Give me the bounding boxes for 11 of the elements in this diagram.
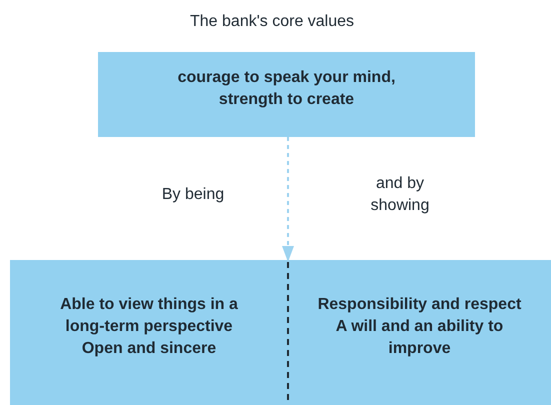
value-text: courage to speak your mind, strength to create (176, 68, 396, 110)
value-band (10, 260, 551, 405)
arrow-caption: and by showing (370, 174, 430, 216)
value-text: Able to view things in a long-term perspective (59, 294, 239, 336)
value-box (98, 52, 475, 137)
value-text: Open and sincere (80, 338, 218, 358)
diagram-title: The bank's core values (190, 12, 354, 32)
arrow (282, 137, 294, 262)
value-text: Responsibility and respect (316, 294, 522, 314)
arrow-caption: By being (160, 185, 226, 205)
value-text: A will and an ability to improve (334, 316, 504, 358)
